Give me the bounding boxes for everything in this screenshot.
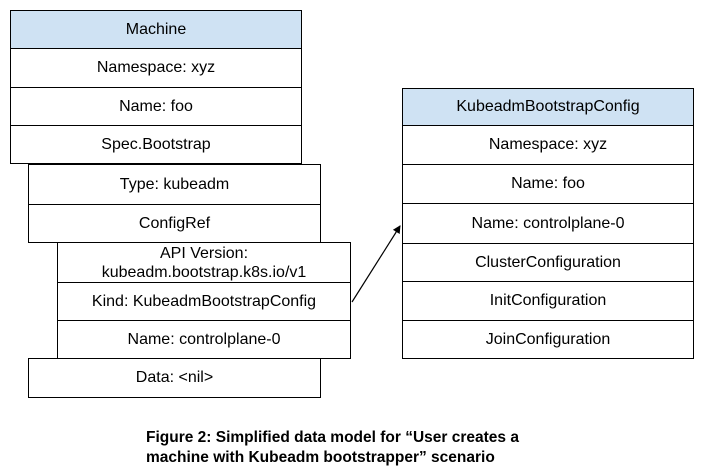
machine-header-label: Machine: [125, 20, 187, 38]
machine-name: Name: foo: [10, 87, 302, 126]
kubeadm-config-name: Name: foo: [402, 164, 694, 204]
config-ref-api-version: API Version: kubeadm.bootstrap.k8s.io/v1: [57, 242, 351, 283]
figure-caption: Figure 2: Simplified data model for “Use…: [146, 429, 519, 466]
config-ref-kind: Kind: KubeadmBootstrapConfig: [57, 282, 351, 321]
machine-header: Machine: [10, 10, 302, 49]
kubeadm-config-header: KubeadmBootstrapConfig: [402, 88, 694, 126]
machine-spec-bootstrap: Spec.Bootstrap: [10, 125, 302, 164]
bootstrap-config-ref: ConfigRef: [28, 204, 321, 243]
kubeadm-config-cluster-configuration: ClusterConfiguration: [402, 243, 694, 282]
kubeadm-config-namespace: Namespace: xyz: [402, 125, 694, 165]
bootstrap-data: Data: <nil>: [28, 358, 321, 398]
kubeadm-config-join-configuration: JoinConfiguration: [402, 320, 694, 359]
bootstrap-type: Type: kubeadm: [28, 164, 321, 205]
